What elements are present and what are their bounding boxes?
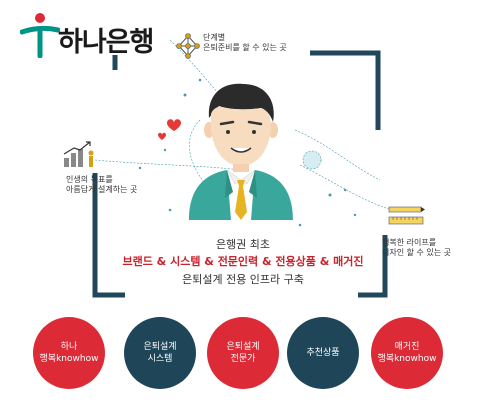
circle-retirement-expert-line1: 은퇴설계: [226, 342, 260, 352]
circle-retirement-system-line1: 은퇴설계: [143, 342, 177, 352]
annotation-right-line2: 디자인 할 수 있는 곳: [382, 248, 452, 257]
circle-magazine-happy-knowhow-line1: 매거진: [394, 342, 420, 352]
circle-retirement-expert[interactable]: 은퇴설계 전문가: [207, 317, 279, 389]
annotation-top-right-line2: 은퇴준비를 할 수 있는 곳: [203, 43, 287, 52]
annotation-left-line2: 아름답게 설계하는 곳: [66, 185, 138, 194]
headline-infrastructure-list: 브랜드 & 시스템 & 전문인력 & 전용상품 & 매거진: [122, 255, 364, 268]
annotation-right: 행복한 라이프를 디자인 할 수 있는 곳: [382, 238, 451, 258]
circle-recommended-products[interactable]: 추천상품: [287, 317, 359, 389]
annotation-top-right: 단계별 은퇴준비를 할 수 있는 곳: [203, 33, 287, 53]
circle-hana-happy-knowhow-line2: 행복knowhow: [39, 354, 99, 364]
annotation-left: 인생의 목표를 아름답게 설계하는 곳: [66, 175, 137, 195]
circle-magazine-happy-knowhow-line2: 행복knowhow: [377, 354, 437, 364]
hana-logo: 하나은행: [16, 12, 196, 62]
circle-retirement-system[interactable]: 은퇴설계 시스템: [124, 317, 196, 389]
hana-logo-text: 하나은행: [58, 27, 154, 58]
headline-retirement-infra: 은퇴설계 전용 인프라 구축: [182, 273, 304, 286]
circle-retirement-expert-line2: 전문가: [230, 354, 256, 364]
annotation-right-line1: 행복한 라이프를: [382, 238, 437, 247]
businessman-icon: [189, 83, 293, 220]
hana-logo-icon: [20, 13, 60, 58]
hearts-icon: [158, 119, 181, 140]
circle-hana-happy-knowhow[interactable]: 하나 행복knowhow: [33, 317, 105, 389]
headline-first: 은행권 최초: [215, 238, 271, 251]
circle-magazine-happy-knowhow[interactable]: 매거진 행복knowhow: [371, 317, 443, 389]
circle-hana-happy-knowhow-line1: 하나: [60, 342, 78, 352]
annotation-left-line1: 인생의 목표를: [66, 175, 113, 184]
circle-recommended-products-line1: 추천상품: [306, 348, 340, 358]
annotation-top-right-line1: 단계별: [203, 33, 226, 42]
growth-chart-icon: [63, 141, 94, 167]
ruler-pencil-icon: [388, 206, 425, 225]
circle-retirement-system-line2: 시스템: [147, 354, 173, 364]
network-icon: [176, 33, 200, 59]
